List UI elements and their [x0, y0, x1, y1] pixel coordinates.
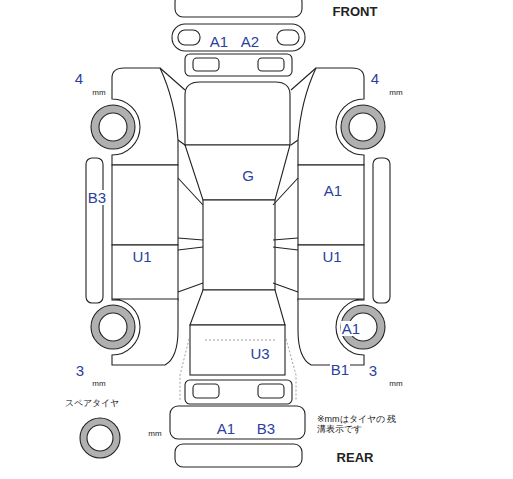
body-panel — [298, 165, 364, 245]
body-panel — [373, 158, 390, 303]
car-side — [86, 68, 203, 365]
damage-code: B3 — [87, 190, 107, 205]
tire-outline — [99, 113, 127, 141]
damage-code: A2 — [240, 34, 260, 49]
unit-label: mm — [91, 380, 106, 388]
body-panel — [112, 165, 178, 245]
spare-tire-label: スペアタイヤ — [64, 399, 120, 408]
body-panel — [185, 82, 290, 145]
tread-depth: 4 — [370, 71, 380, 86]
damage-code: B1 — [330, 362, 350, 377]
tire-outline — [87, 425, 113, 451]
body-panel — [203, 200, 275, 290]
tire-outline — [341, 305, 385, 349]
damage-code: U1 — [321, 249, 342, 264]
damage-code: A1 — [323, 183, 343, 198]
body-panel — [112, 245, 178, 300]
body-panel — [170, 406, 305, 439]
tire-outline — [341, 105, 385, 149]
direction-label: REAR — [336, 451, 375, 464]
unit-label: mm — [388, 89, 403, 97]
damage-code: U1 — [131, 249, 152, 264]
body-panel — [86, 158, 103, 303]
body-panel — [185, 145, 290, 200]
body-panel — [193, 58, 219, 71]
tread-depth: 3 — [368, 363, 378, 378]
tire-outline — [349, 113, 377, 141]
body-panel — [175, 444, 302, 467]
body-panel — [273, 68, 316, 292]
damage-code: A1 — [341, 321, 361, 336]
damage-code: B3 — [256, 421, 276, 436]
tire-outline — [99, 313, 127, 341]
tread-depth: 3 — [75, 363, 85, 378]
tire-outline — [91, 305, 135, 349]
unit-label: mm — [147, 430, 162, 438]
body-panel — [185, 380, 292, 404]
damage-code: A1 — [209, 34, 229, 49]
body-panel — [258, 384, 284, 398]
body-panel — [178, 30, 200, 45]
direction-label: FRONT — [332, 5, 379, 18]
car-side — [273, 68, 390, 365]
body-panel — [175, 0, 302, 17]
damage-code: U3 — [249, 346, 270, 361]
tire-outline — [80, 418, 120, 458]
damage-code: G — [241, 168, 255, 183]
unit-label: mm — [388, 380, 403, 388]
damage-code: A1 — [216, 421, 236, 436]
tread-depth: 4 — [74, 71, 84, 86]
body-panel — [258, 58, 284, 71]
tire-outline — [91, 105, 135, 149]
body-panel — [190, 325, 285, 375]
body-panel — [298, 245, 364, 300]
body-panel — [277, 30, 299, 45]
body-panel — [172, 24, 305, 51]
body-panel — [160, 68, 203, 292]
body-panel — [190, 290, 285, 325]
body-panel — [193, 384, 219, 398]
unit-label: mm — [91, 89, 106, 97]
body-panel — [185, 54, 292, 76]
note-text: ※mmはタイヤの 残溝表示です — [316, 414, 400, 435]
